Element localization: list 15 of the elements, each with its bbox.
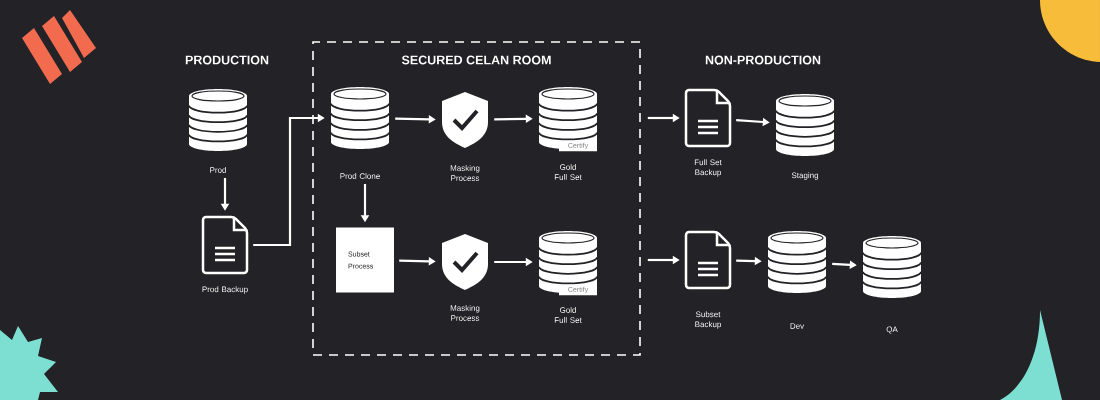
region-title: SECURED CELAN ROOM	[401, 55, 551, 65]
node-caption: Subset Backup	[695, 311, 721, 329]
section-heading: PRODUCTION	[185, 55, 269, 65]
section-heading: NON-PRODUCTION	[705, 55, 821, 65]
node-caption: Prod Clone	[340, 173, 380, 179]
node-caption: Masking Process	[450, 165, 480, 181]
node-caption: Dev	[790, 323, 805, 329]
node-caption: Staging	[791, 172, 819, 180]
node-caption: Gold Full Set	[554, 164, 582, 180]
node-caption: Prod	[210, 167, 226, 173]
node-caption: Prod Backup	[202, 286, 248, 294]
node-caption: QA	[886, 326, 898, 334]
node-caption: Full Set Backup	[694, 159, 722, 177]
node-caption: Masking Process	[450, 305, 480, 321]
node-caption: Gold Full Set	[554, 307, 582, 323]
